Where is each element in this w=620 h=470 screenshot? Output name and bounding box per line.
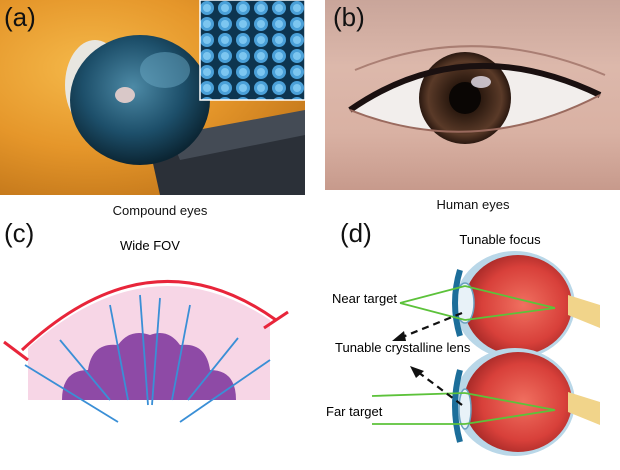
ray-4 — [171, 304, 191, 401]
panel-c-label: (c) — [4, 218, 35, 248]
near-ray-upper-out — [464, 285, 556, 309]
human-eye-photo: (b) — [325, 0, 620, 190]
lens-pointer-lower-head — [410, 366, 424, 378]
near-ray-lower-in — [399, 302, 466, 321]
ray-2 — [151, 297, 161, 406]
lens-pointer-lower — [417, 371, 463, 406]
ray-7 — [24, 364, 119, 423]
far-ray-upper-out — [464, 392, 556, 411]
compound-eye-photo: (a) — [0, 0, 305, 195]
ray-6 — [187, 337, 239, 401]
compound-eye-shape — [62, 332, 236, 400]
dragonfly-illustration — [65, 0, 305, 195]
fov-arc — [20, 279, 277, 352]
wide-fov-title: Wide FOV — [120, 238, 180, 253]
compound-eyes-caption: Compound eyes — [112, 203, 208, 218]
human-eyes-caption: Human eyes — [436, 197, 510, 212]
eye-diagram-far — [452, 348, 600, 456]
panel-b-label: (b) — [333, 2, 365, 32]
tunable-focus-diagram: (d) Tunable focus — [300, 210, 620, 470]
far-target-label: Far target — [326, 404, 383, 419]
tunable-lens-label: Tunable crystalline lens — [335, 340, 471, 355]
human-eye-illustration — [348, 45, 606, 144]
near-target-label: Near target — [332, 291, 397, 306]
eye-diagram-near — [452, 251, 600, 359]
near-ray-lower-out — [464, 307, 556, 321]
lens-pointer-upper-head — [392, 331, 406, 341]
near-ray-upper-in — [399, 285, 466, 304]
fov-arc-left-tick — [3, 340, 29, 362]
wide-fov-diagram: (c) Wide FOV — [0, 210, 300, 465]
ray-1 — [139, 294, 149, 406]
ray-3 — [109, 304, 129, 401]
ray-8 — [179, 359, 271, 423]
far-ray-upper-in — [371, 392, 466, 397]
fov-arc-right-tick — [263, 310, 289, 330]
panel-d-label: (d) — [340, 218, 372, 248]
panel-a-label: (a) — [4, 2, 36, 32]
far-ray-lower-out — [464, 409, 556, 425]
tunable-focus-title: Tunable focus — [459, 232, 541, 247]
ray-5 — [59, 339, 111, 401]
